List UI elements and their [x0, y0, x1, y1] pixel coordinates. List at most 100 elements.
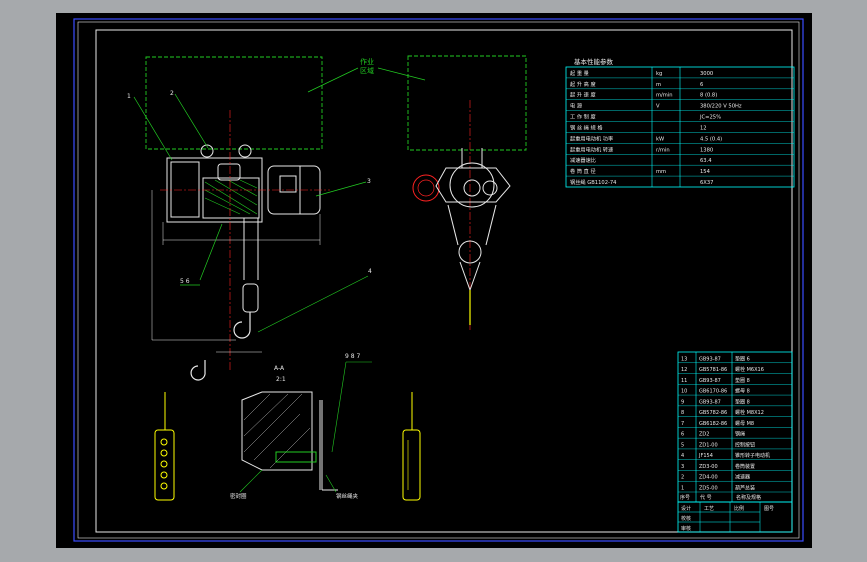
parts-cell: GB5782-86	[699, 410, 727, 416]
spec-cell: 8 (0.8)	[700, 93, 717, 99]
outer-frame-blue	[73, 18, 804, 542]
parts-cell: 10	[681, 389, 687, 395]
parts-cell: 减速器	[735, 474, 750, 481]
hook	[233, 312, 251, 339]
parts-cell: 5	[681, 442, 684, 448]
spec-cell: kg	[656, 71, 662, 77]
parts-cell: 螺栓 M8X12	[735, 409, 764, 416]
side-drum	[449, 162, 495, 208]
trolley-wheel-left	[200, 144, 214, 158]
spec-cell: V	[656, 104, 660, 110]
side-view	[407, 55, 527, 330]
spec-cell: 起重用电动机 转速	[570, 145, 613, 153]
section-scale: 2:1	[276, 376, 286, 383]
parts-cell: 螺栓 M6X16	[735, 366, 764, 373]
callout-3: 3	[367, 178, 371, 185]
callout-5-6: 5 6	[180, 278, 190, 285]
parts-cell: 1	[681, 486, 684, 492]
spec-cell: 钢 丝 绳 规 格	[570, 123, 603, 131]
spec-cell: 起 升 速 度	[570, 91, 596, 99]
parts-cell: GB93-87	[699, 399, 721, 405]
spec-cell: 12	[700, 125, 707, 131]
parts-cell: ZD3-00	[699, 464, 718, 470]
pendant-left	[154, 392, 175, 501]
parts-cell: 8	[681, 410, 684, 416]
spec-cell: 减速器速比	[570, 156, 596, 164]
parts-cell: 钢绳	[735, 431, 745, 438]
spec-cell: 6X37	[700, 180, 713, 186]
work-envelope-right	[407, 55, 527, 151]
parts-cell: GB6170-86	[699, 389, 727, 395]
parts-cell: GB93-87	[699, 378, 721, 384]
side-hook-block	[458, 240, 482, 264]
front-view: 1 2 3 4 5 6 作业 区域	[127, 56, 426, 381]
callout-1: 1	[127, 93, 131, 100]
spec-cell: 4.5 (0.4)	[700, 136, 722, 142]
parts-cell: 7	[681, 421, 684, 427]
callout-9-8-7: 9 8 7	[345, 353, 360, 360]
spec-cell: 起重用电动机 功率	[570, 134, 613, 142]
parts-cell: GB93-87	[699, 356, 721, 362]
title-block-scale: 比例	[734, 505, 744, 512]
parts-cell: 卷筒装置	[735, 463, 755, 470]
spec-cell: 380/220 V 50Hz	[700, 104, 742, 110]
side-wheel-red	[412, 174, 440, 202]
parts-cell: 6	[681, 432, 684, 438]
parts-cell: ZD5-00	[699, 486, 718, 492]
parts-cell: 3	[681, 464, 684, 470]
parts-header-code: 代 号	[700, 494, 712, 501]
parts-header-index: 序号	[680, 494, 690, 501]
spec-cell: 起 重 量	[570, 69, 589, 77]
parts-cell: 4	[681, 453, 684, 459]
title-block-design: 设计	[681, 505, 691, 512]
dimension-lines	[151, 190, 321, 353]
spec-cell: kW	[656, 136, 664, 142]
spec-cell: 154	[700, 169, 711, 175]
drum	[202, 177, 260, 219]
inner-frame-white	[95, 29, 793, 533]
parts-cell: 锥形转子电动机	[735, 452, 770, 459]
parts-cell: 螺母 M8	[735, 420, 754, 427]
parts-cell: GB5781-86	[699, 367, 727, 373]
work-area-label: 作业	[360, 57, 374, 66]
parts-cell: ZD2	[699, 432, 709, 438]
title-block-check: 校核	[681, 515, 691, 522]
inner-frame-white-outer	[77, 21, 800, 539]
parts-cell: JF154	[698, 453, 713, 459]
parts-cell: 9	[681, 399, 684, 405]
parts-cell: 垫圈 6	[735, 355, 750, 362]
title-block-drawing-no: 图号	[764, 506, 774, 512]
parts-cell: 垫圈 8	[735, 398, 750, 405]
parts-cell: 垫圈 8	[735, 377, 750, 384]
spec-cell: 卷 筒 直 径	[570, 167, 596, 175]
drum-windings	[204, 179, 258, 215]
detail-left-label: 密封圈	[230, 492, 247, 500]
spec-cell: 3000	[700, 71, 713, 77]
work-area-label-2: 区域	[360, 66, 374, 75]
parts-cell: 2	[681, 475, 684, 481]
work-envelope-left	[145, 56, 323, 150]
title-block-process: 工艺	[704, 506, 714, 512]
spec-cell: 钢丝绳 GB1102-74	[570, 178, 617, 186]
drawing-sheet	[56, 13, 812, 548]
spec-cell: r/min	[656, 147, 670, 153]
section-label: A-A	[274, 365, 285, 372]
parts-cell: 11	[681, 378, 687, 384]
spec-cell: m/min	[656, 93, 673, 99]
motor-terminal	[279, 175, 297, 193]
spec-table-title: 基本性能参数	[574, 57, 614, 66]
spec-cell: 1380	[700, 147, 713, 153]
drum-top-box	[217, 163, 241, 181]
parts-cell: 螺母 8	[735, 388, 750, 395]
trolley-wheel-right	[238, 144, 252, 158]
parts-header-name: 名称及规格	[736, 494, 761, 501]
pendant-right	[402, 392, 421, 501]
callout-4: 4	[368, 268, 372, 275]
side-body	[435, 167, 511, 203]
parts-cell: 控制按钮	[735, 441, 755, 448]
callout-2: 2	[170, 90, 174, 97]
spec-cell: 工 作 制 度	[570, 113, 596, 121]
spec-cell: 63.4	[700, 158, 712, 164]
